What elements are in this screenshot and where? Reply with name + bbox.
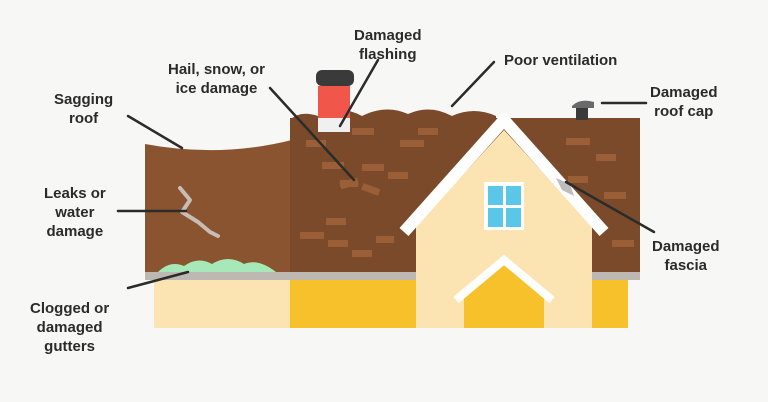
roof-crack	[178, 186, 220, 238]
gutter-debris	[158, 259, 276, 272]
label-roof-cap: Damaged roof cap	[650, 84, 718, 120]
gable-trim	[399, 110, 609, 236]
label-fascia: Damaged fascia	[652, 238, 720, 274]
leader-sagging	[126, 114, 184, 150]
window-pane	[488, 186, 503, 205]
leader-ventilation	[450, 60, 496, 108]
leader-flashing	[338, 58, 380, 128]
roof-vent-pipe	[576, 106, 588, 120]
chimney-flashing	[318, 118, 350, 132]
label-gutters: Clogged or damaged gutters	[30, 300, 110, 355]
gutter	[145, 272, 640, 280]
leader-fascia	[564, 180, 656, 234]
leader-gutters	[126, 270, 190, 290]
window-pane	[488, 208, 503, 227]
right-wall	[592, 280, 628, 328]
sagging-roof-section	[145, 140, 292, 272]
porch-gable-trim	[453, 254, 555, 304]
middle-wall	[290, 280, 418, 328]
label-leaks: Leaks or water damage	[44, 185, 106, 240]
leader-hail	[268, 86, 356, 182]
label-ventilation: Poor ventilation	[504, 52, 618, 69]
label-flashing: Damaged flashing	[354, 27, 422, 63]
fascia-damage	[556, 178, 574, 196]
label-sagging-roof: Sagging roof	[54, 91, 114, 127]
roof-vent-cap	[572, 100, 594, 108]
chimney-cap	[316, 70, 354, 86]
label-hail-damage: Hail, snow, or ice damage	[168, 61, 265, 97]
window-pane	[506, 186, 521, 205]
window-pane	[506, 208, 521, 227]
porch-gable	[464, 262, 544, 328]
leader-lines	[116, 58, 656, 290]
left-wall	[154, 280, 294, 328]
